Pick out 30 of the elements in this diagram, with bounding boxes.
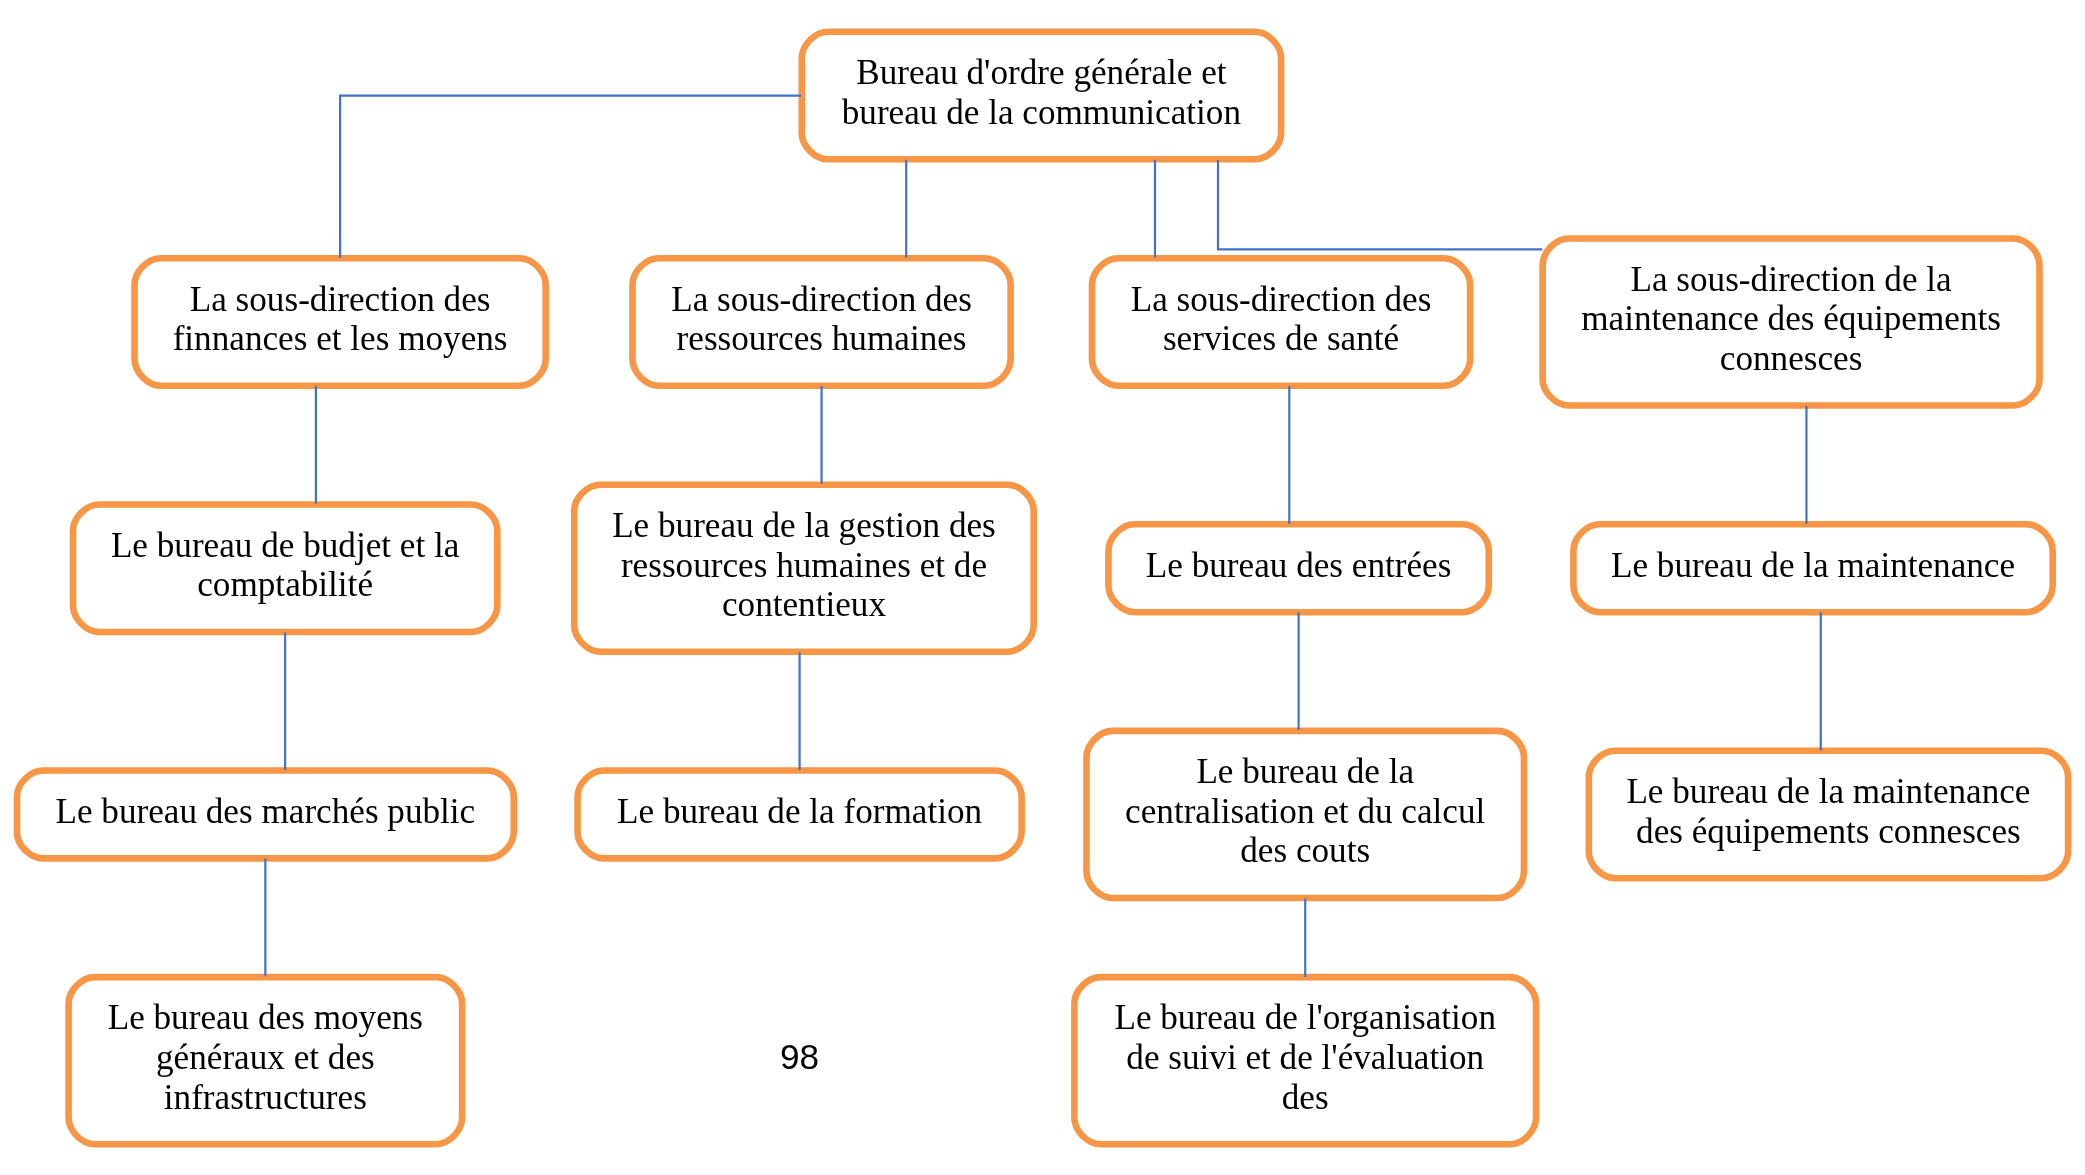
node-box: La sous-direction des finnances et les moyens [131,254,549,389]
node-box: Le bureau de la gestion des ressources humaines et de contentieux [570,480,1037,655]
connector [314,385,317,504]
node-box: Le bureau de la centralisation et du calcul des couts [1083,727,1528,901]
node-box: Le bureau de l'organisation de suivi et de l'évaluation des [1071,973,1540,1147]
connector [1805,405,1808,524]
node-box: Le bureau de la maintenance des équipements connesces [1585,746,2072,881]
connector [264,857,267,976]
node-box: Le bureau de la maintenance [1570,520,2056,615]
connector [798,651,801,770]
connector [1216,159,1543,251]
node-box: La sous-direction des ressources humaines [629,254,1014,389]
connector [1819,611,1822,750]
node-box: La sous-direction de la maintenance des équipements connesces [1539,234,2043,409]
node-box: Le bureau des entrées [1105,520,1493,615]
node-box: Le bureau des marchés public [13,766,518,862]
label: 98 [780,1036,820,1076]
connector [339,93,801,258]
connector [284,631,287,770]
node-box: La sous-direction des services de santé [1088,254,1474,389]
node-box: Bureau d'ordre générale et bureau de la communication [798,28,1285,163]
connector [1153,159,1157,258]
node-box: Le bureau de budjet et la comptabilité [69,500,501,635]
node-box: Le bureau des moyens généraux et des infrastructures [65,973,466,1147]
connector [1288,385,1291,524]
connector [1304,898,1307,977]
connector [820,385,823,484]
connector [905,159,908,258]
node-box: Le bureau de la formation [574,766,1025,862]
connector [1297,611,1300,730]
